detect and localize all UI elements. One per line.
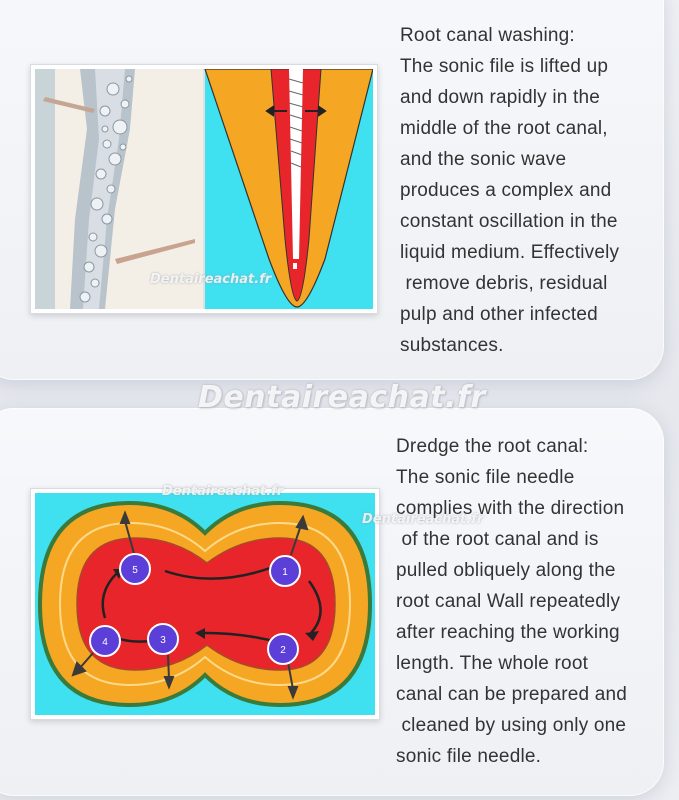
washing-line: and the sonic wave — [400, 149, 567, 170]
washing-line: remove debris, residual — [400, 273, 608, 294]
dredge-description: Dredge the root canal: The sonic file ne… — [396, 431, 676, 772]
watermark-small-1: Dentaireachat.fr — [150, 272, 272, 287]
watermark-small-3: Dentaireachat.fr — [362, 512, 484, 527]
washing-line: The sonic file is lifted up — [400, 56, 609, 77]
dredge-line: of the root canal and is — [396, 529, 599, 550]
dredge-line: canal can be prepared and — [396, 684, 628, 705]
dredge-line: root canal Wall repeatedly — [396, 591, 621, 612]
dredge-line: after reaching the working — [396, 622, 620, 643]
dredge-line: sonic file needle. — [396, 746, 542, 767]
position-number: 5 — [132, 565, 138, 576]
watermark-main: Dentaireachat.fr — [198, 380, 486, 415]
washing-illustration — [30, 64, 378, 314]
position-number: 2 — [280, 645, 286, 656]
dredge-line: complies with the direction — [396, 498, 625, 519]
washing-line: liquid medium. Effectively — [400, 242, 620, 263]
dredge-illustration: 1 2 3 4 5 — [30, 488, 380, 720]
position-number: 4 — [102, 637, 108, 648]
dredge-line: pulled obliquely along the — [396, 560, 616, 581]
dredge-diagram: 1 2 3 4 5 — [35, 493, 375, 715]
washing-title: Root canal washing: — [400, 25, 575, 46]
washing-line: middle of the root canal, — [400, 118, 608, 139]
dredge-line: The sonic file needle — [396, 467, 575, 488]
washing-diagram — [35, 68, 374, 309]
washing-description: Root canal washing: The sonic file is li… — [400, 20, 670, 361]
dredge-line: cleaned by using only one — [396, 715, 627, 736]
dredge-title: Dredge the root canal: — [396, 436, 589, 457]
washing-line: pulp and other infected — [400, 304, 598, 325]
dredge-line: length. The whole root — [396, 653, 589, 674]
position-number: 1 — [282, 567, 288, 578]
washing-line: substances. — [400, 335, 504, 356]
washing-line: and down rapidly in the — [400, 87, 601, 108]
watermark-small-2: Dentaireachat.fr — [162, 484, 284, 499]
washing-line: constant oscillation in the — [400, 211, 618, 232]
position-number: 3 — [160, 635, 166, 646]
washing-line: produces a complex and — [400, 180, 612, 201]
